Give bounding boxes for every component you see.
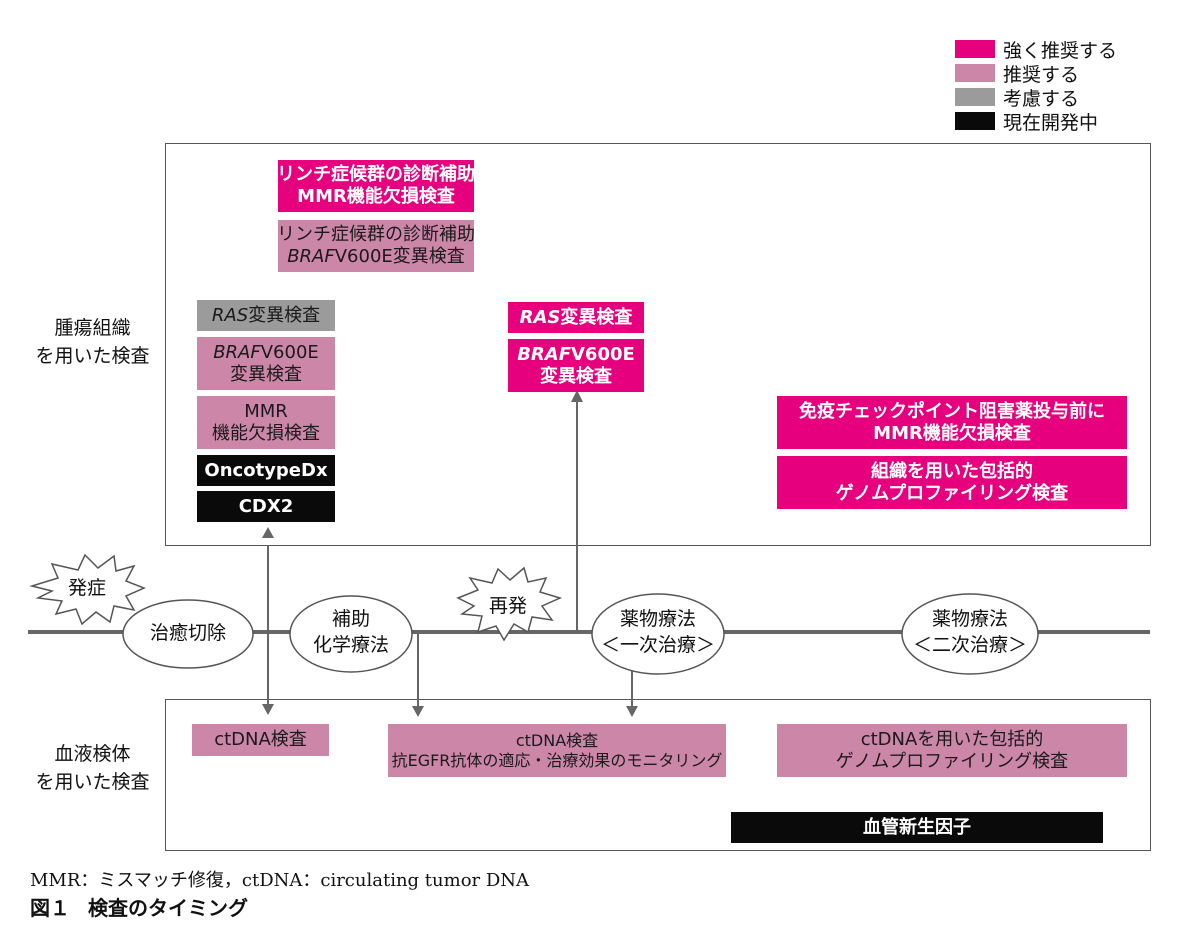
legend-label-recommend: 推奨する bbox=[1003, 63, 1080, 86]
legend-item-development: 現在開発中 bbox=[955, 110, 1099, 134]
adjuvant-label: 補助 化学療法 bbox=[290, 607, 412, 658]
first-line-label-line1: 薬物療法 bbox=[619, 608, 696, 630]
lynch-braf-box: リンチ症候群の診断補助 BRAFV600E変異検査 bbox=[277, 220, 475, 272]
arrowhead-up-surgery bbox=[262, 527, 274, 538]
early-braf-line2: 変異検査 bbox=[230, 363, 302, 385]
lynch-mmr-line2: MMR機能欠損検査 bbox=[297, 186, 455, 207]
lynch-mmr-box: リンチ症候群の診断補助 MMR機能欠損検査 bbox=[277, 160, 475, 212]
angiogenic-factor-box: 血管新生因子 bbox=[731, 812, 1103, 843]
second-line-label-line2: ＜二次治療＞ bbox=[912, 633, 1027, 656]
early-ras-text: RAS変異検査 bbox=[212, 305, 320, 327]
legend-swatch-strong bbox=[955, 40, 995, 58]
recurrence-label: 再発 bbox=[488, 595, 527, 617]
ctdna-label: ctDNA検査 bbox=[214, 729, 307, 751]
legend-label-development: 現在開発中 bbox=[1003, 111, 1099, 134]
early-braf-box: BRAFV600E 変異検査 bbox=[197, 337, 335, 390]
recurrence-starburst bbox=[456, 566, 563, 642]
second-line-label: 薬物療法 ＜二次治療＞ bbox=[902, 607, 1038, 658]
angiogenic-factor-label: 血管新生因子 bbox=[863, 816, 971, 838]
blood-section-label-line1: 血液検体 bbox=[54, 743, 131, 765]
early-ras-gene: RAS bbox=[211, 304, 249, 326]
early-braf-line1: BRAFV600E bbox=[213, 342, 319, 364]
early-mmr-line2: 機能欠損検査 bbox=[212, 422, 320, 444]
early-mmr-line1: MMR bbox=[244, 400, 288, 422]
legend-item-recommend: 推奨する bbox=[955, 62, 1080, 86]
figure-caption: 図１ 検査のタイミング bbox=[30, 892, 266, 921]
tissue-cgp-box: 組織を用いた包括的 ゲノムプロファイリング検査 bbox=[777, 456, 1127, 509]
icp-mmr-box: 免疫チェックポイント阻害薬投与前に MMR機能欠損検査 bbox=[777, 396, 1127, 449]
ctdna-cgp-line2: ゲノムプロファイリング検査 bbox=[835, 750, 1069, 772]
early-ras-label: 変異検査 bbox=[248, 304, 321, 326]
legend-swatch-recommend bbox=[955, 64, 995, 82]
icp-mmr-line2: MMR機能欠損検査 bbox=[873, 422, 1031, 444]
recurrence-braf-line1: BRAFV600E bbox=[517, 344, 635, 366]
ctdna-egfr-box: ctDNA検査 抗EGFR抗体の適応・治療効果のモニタリング bbox=[388, 724, 726, 777]
legend-label-consider: 考慮する bbox=[1003, 87, 1080, 110]
footnote: MMR：ミスマッチ修復，ctDNA：circulating tumor DNA bbox=[30, 870, 530, 891]
figure-title: 検査のタイミング bbox=[88, 896, 248, 920]
recurrence-ras-box: RAS変異検査 bbox=[508, 302, 644, 333]
cdx2-box: CDX2 bbox=[197, 491, 335, 522]
recurrence-braf-gene: BRAF bbox=[517, 343, 571, 365]
early-ras-box: RAS変異検査 bbox=[197, 300, 335, 331]
recurrence-ras-gene: RAS bbox=[519, 306, 561, 328]
first-line-label: 薬物療法 ＜一次治療＞ bbox=[592, 607, 724, 658]
ctdna-egfr-line2: 抗EGFR抗体の適応・治療効果のモニタリング bbox=[391, 750, 723, 770]
recurrence-braf-variant: V600E bbox=[571, 343, 635, 365]
arrowhead-up-recurrence bbox=[571, 390, 583, 402]
lynch-braf-line1: リンチ症候群の診断補助 bbox=[277, 224, 475, 246]
lynch-braf-variant: V600E変異検査 bbox=[334, 246, 465, 267]
lynch-mmr-line1: リンチ症候群の診断補助 bbox=[277, 164, 475, 186]
early-mmr-box: MMR 機能欠損検査 bbox=[197, 396, 335, 449]
tissue-cgp-line2: ゲノムプロファイリング検査 bbox=[835, 482, 1069, 504]
ctdna-egfr-line1: ctDNA検査 bbox=[515, 731, 599, 751]
adjuvant-label-line2: 化学療法 bbox=[312, 633, 389, 656]
ctdna-cgp-box: ctDNAを用いた包括的 ゲノムプロファイリング検査 bbox=[777, 724, 1127, 777]
tumor-section-label-line2: を用いた検査 bbox=[35, 344, 150, 367]
legend-label-strong: 強く推奨する bbox=[1003, 39, 1118, 62]
surgery-label: 治癒切除 bbox=[149, 622, 226, 644]
lynch-braf-line2: BRAFV600E変異検査 bbox=[287, 246, 465, 268]
lynch-braf-gene: BRAF bbox=[287, 246, 335, 267]
tumor-section-label: 腫瘍組織 を用いた検査 bbox=[30, 315, 155, 370]
onset-label: 発症 bbox=[67, 577, 106, 599]
legend-item-strong: 強く推奨する bbox=[955, 38, 1118, 62]
recurrence-ras-text: RAS変異検査 bbox=[520, 307, 633, 329]
adjuvant-node bbox=[289, 595, 413, 673]
first-line-node bbox=[591, 593, 725, 675]
legend-swatch-consider bbox=[955, 88, 995, 106]
arrowhead-down-firstline bbox=[626, 706, 638, 717]
first-line-label-line2: ＜一次治療＞ bbox=[600, 633, 715, 656]
second-line-label-line1: 薬物療法 bbox=[931, 608, 1008, 630]
oncotype-label: OncotypeDx bbox=[204, 459, 328, 481]
ctdna-cgp-line1: ctDNAを用いた包括的 bbox=[860, 728, 1044, 750]
blood-section-label-line2: を用いた検査 bbox=[35, 770, 150, 793]
cdx2-label: CDX2 bbox=[238, 495, 294, 517]
surgery-node bbox=[122, 599, 254, 669]
second-line-node bbox=[901, 593, 1039, 675]
figure-number: 図１ bbox=[30, 896, 70, 920]
early-braf-variant: V600E bbox=[260, 341, 319, 363]
tissue-cgp-line1: 組織を用いた包括的 bbox=[871, 460, 1033, 482]
arrowhead-down-surgery bbox=[262, 704, 274, 715]
recurrence-braf-line2: 変異検査 bbox=[540, 365, 612, 387]
recurrence-ras-label: 変異検査 bbox=[560, 306, 633, 328]
blood-section-label: 血液検体 を用いた検査 bbox=[30, 741, 155, 796]
ctdna-box: ctDNA検査 bbox=[192, 724, 329, 756]
icp-mmr-line1: 免疫チェックポイント阻害薬投与前に bbox=[799, 400, 1105, 422]
legend-swatch-development bbox=[955, 112, 995, 130]
adjuvant-label-line1: 補助 bbox=[331, 608, 370, 630]
oncotype-box: OncotypeDx bbox=[197, 455, 335, 486]
tumor-section-label-line1: 腫瘍組織 bbox=[54, 317, 131, 339]
recurrence-braf-box: BRAFV600E 変異検査 bbox=[508, 339, 644, 392]
arrowhead-down-adjuvant bbox=[412, 706, 424, 717]
legend-item-consider: 考慮する bbox=[955, 86, 1080, 110]
early-braf-gene: BRAF bbox=[213, 341, 261, 363]
onset-starburst bbox=[29, 553, 146, 626]
